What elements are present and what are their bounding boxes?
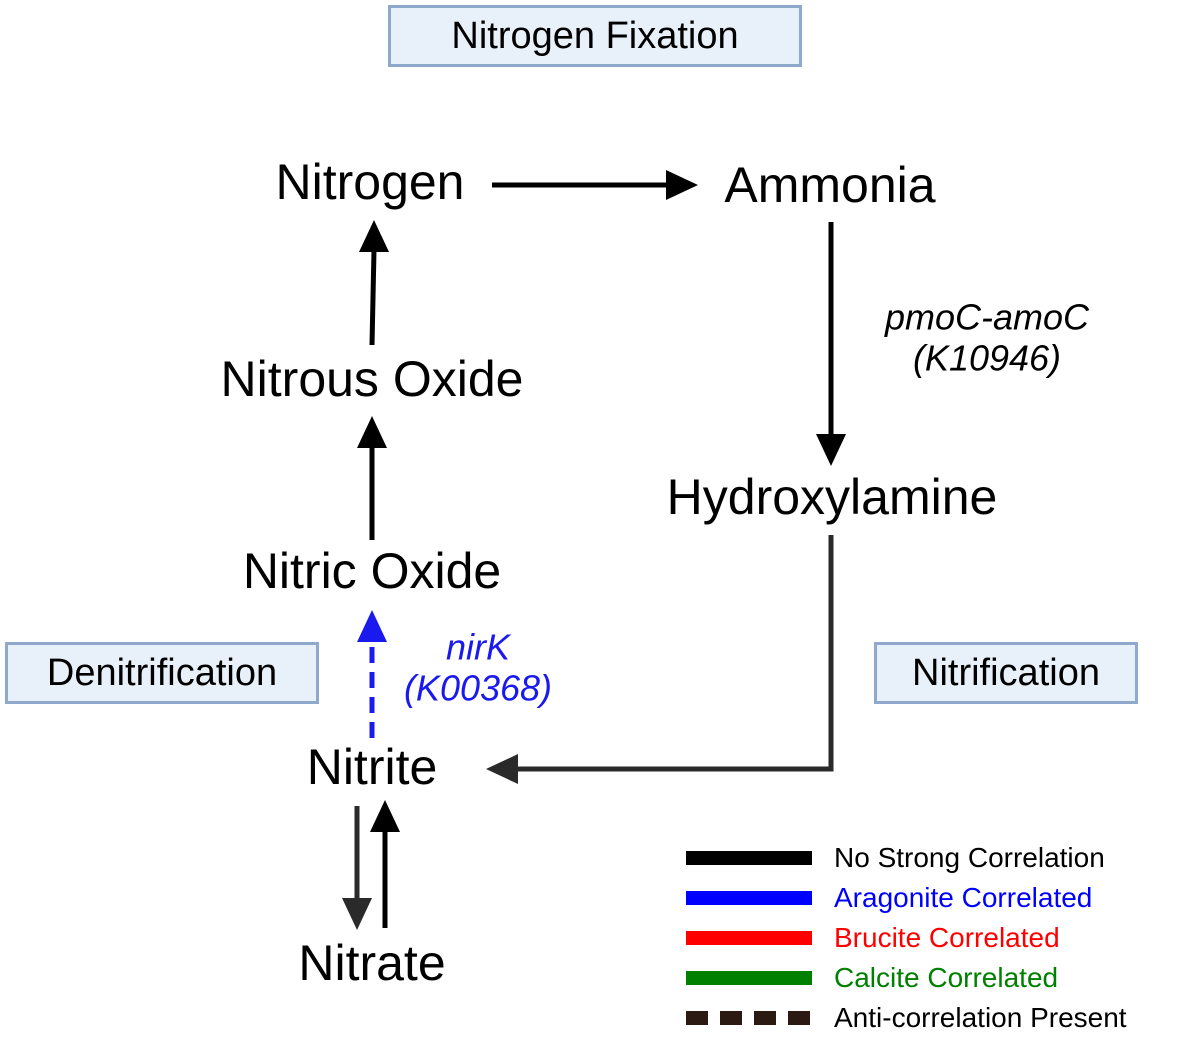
nitrogen-fixation-box: Nitrogen Fixation [388,5,802,67]
node-nitrate: Nitrate [298,935,446,991]
arrow-nitrous-oxide-to-nitrogen [359,220,389,346]
gene-pmoc-name: pmoC-amoC [884,296,1090,338]
legend-label-anti-correlation: Anti-correlation Present [834,1002,1127,1033]
legend-label-no-strong-correlation: No Strong Correlation [834,842,1105,873]
arrow-nitrite-to-nitrate [342,806,372,930]
nitrification-box: Nitrification [874,642,1138,704]
legend-label-aragonite: Aragonite Correlated [834,882,1093,913]
denitrification-box: Denitrification [5,642,319,704]
arrow-hydroxylamine-to-nitrite [486,535,834,784]
node-nitrite: Nitrite [306,739,438,795]
legend-label-calcite: Calcite Correlated [834,962,1059,993]
legend-swatch-no-strong-correlation [686,851,812,865]
legend-swatch-aragonite [686,891,812,905]
arrow-nitrite-to-nitric-oxide [357,610,387,738]
nitrogen-fixation-label: Nitrogen Fixation [451,14,739,57]
node-nitric-oxide: Nitric Oxide [242,543,502,599]
node-hydroxylamine: Hydroxylamine [666,469,998,525]
gene-nirk-ko: (K00368) [403,668,553,709]
legend-swatch-calcite [686,971,812,985]
gene-pmoc-amoc: pmoC-amoC (K10946) [885,297,1089,380]
legend-swatch-brucite [686,931,812,945]
node-nitrous-oxide: Nitrous Oxide [220,351,524,407]
node-nitrogen: Nitrogen [275,154,465,210]
arrow-nitric-oxide-to-nitrous-oxide [357,416,387,540]
denitrification-label: Denitrification [46,651,278,694]
legend-swatch-anti-correlation [686,1011,812,1025]
gene-nirk-name: nirK [445,626,511,668]
nitrification-label: Nitrification [912,651,1100,694]
gene-nirk: nirK (K00368) [404,627,552,710]
arrow-nitrogen-to-ammonia [492,170,698,200]
arrow-nitrate-to-nitrite [370,800,400,928]
gene-pmoc-ko: (K10946) [912,338,1062,379]
arrow-ammonia-to-hydroxylamine [816,222,846,466]
legend-label-brucite: Brucite Correlated [834,922,1060,953]
node-ammonia: Ammonia [724,157,936,213]
